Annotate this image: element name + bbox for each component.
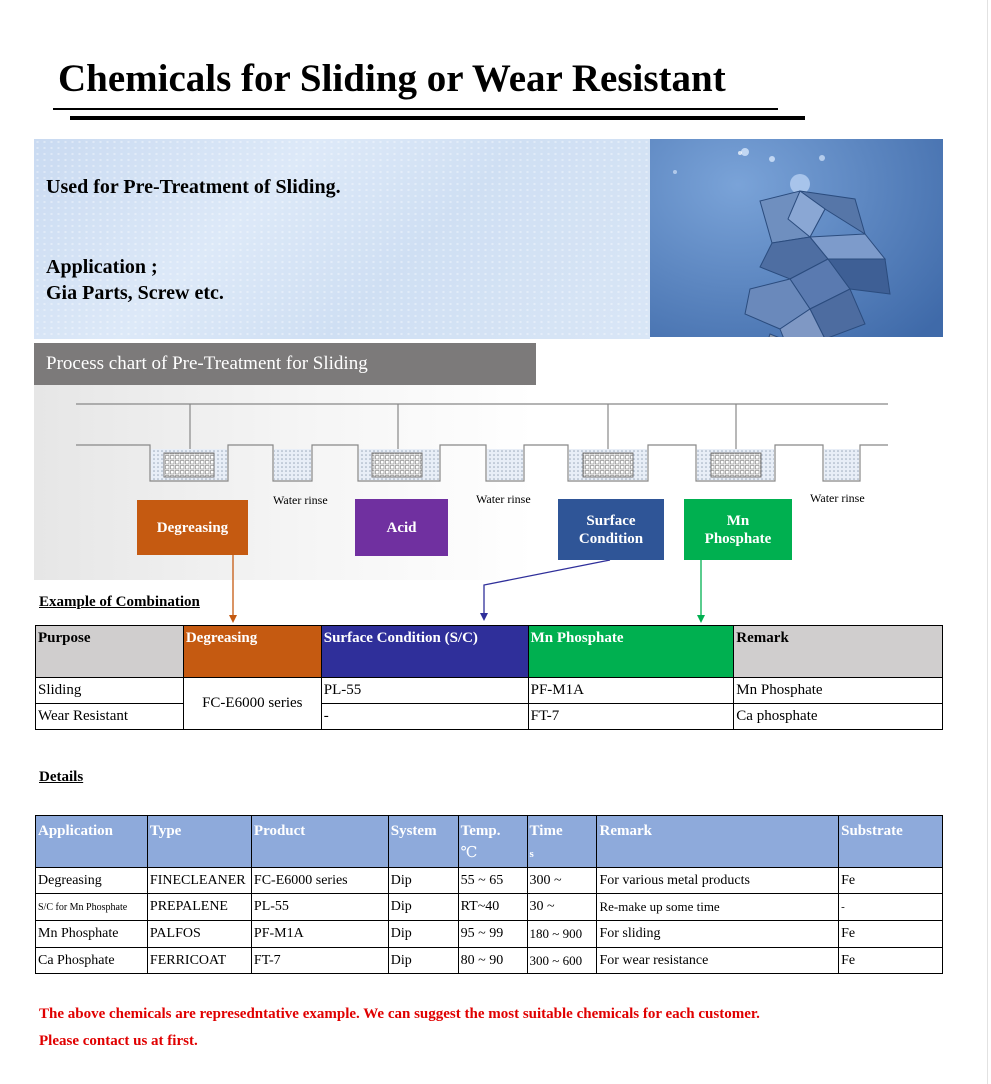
time-unit: s	[529, 848, 534, 860]
detail-product: FT-7	[250, 947, 389, 974]
hero-usage-text: Used for Pre-Treatment of Sliding.	[46, 176, 341, 198]
table-row: Sliding FC-E6000 series PL-55 PF-M1A Mn …	[35, 677, 943, 730]
table-row: S/C for Mn Phosphate PREPALENE PL-55 Dip…	[35, 893, 943, 921]
water-rinse-label-3: Water rinse	[810, 491, 865, 505]
table-row: Wear Resistant - FT-7 Ca phosphate	[35, 703, 943, 730]
detail-remark: For wear resistance	[596, 947, 840, 974]
detail-product: PL-55	[250, 893, 389, 921]
details-header-time: Time s	[526, 815, 598, 868]
combo-mn: PF-M1A	[527, 677, 735, 704]
combo-sc: PL-55	[320, 677, 529, 704]
detail-type: FINECLEANER	[146, 867, 252, 894]
details-heading: Details	[39, 769, 84, 785]
combination-heading: Example of Combination	[39, 594, 200, 610]
step-surface-label-1: Surface	[586, 512, 636, 529]
detail-application: Ca Phosphate	[35, 947, 148, 974]
hero-application-label: Application ;	[46, 256, 158, 278]
detail-application: Mn Phosphate	[35, 920, 148, 948]
page-edge-rule	[987, 0, 988, 1084]
contact-note: Please contact us at first.	[39, 1033, 198, 1049]
water-rinse-label-1: Water rinse	[273, 493, 328, 507]
detail-substrate: Fe	[838, 867, 943, 894]
step-acid: Acid	[355, 499, 448, 556]
detail-product: PF-M1A	[250, 920, 389, 948]
detail-remark: For sliding	[596, 920, 840, 948]
time-label: Time	[529, 823, 563, 839]
detail-substrate: Fe	[838, 947, 943, 974]
details-header-substrate: Substrate	[838, 815, 943, 868]
details-header-type: Type	[146, 815, 252, 868]
detail-application: Degreasing	[35, 867, 148, 894]
detail-type: PALFOS	[146, 920, 252, 948]
detail-system: Dip	[387, 947, 459, 974]
combo-remark: Mn Phosphate	[733, 677, 943, 704]
process-chart-banner: Process chart of Pre-Treatment for Slidi…	[34, 343, 536, 385]
details-header-remark: Remark	[596, 815, 840, 868]
detail-type: FERRICOAT	[146, 947, 252, 974]
details-header-application: Application	[35, 815, 148, 868]
combo-mn: FT-7	[527, 703, 735, 730]
combination-table: Purpose Degreasing Surface Condition (S/…	[35, 625, 943, 730]
hero-panel	[34, 139, 650, 339]
step-surface-label-2: Condition	[578, 530, 644, 547]
combo-header-degreasing: Degreasing	[182, 625, 322, 678]
detail-temp: 55 ~ 65	[457, 867, 528, 894]
detail-temp: 80 ~ 90	[457, 947, 528, 974]
detail-remark: For various metal products	[596, 867, 840, 894]
detail-type: PREPALENE	[146, 893, 252, 921]
detail-remark: Re-make up some time	[596, 893, 840, 921]
page-title: Chemicals for Sliding or Wear Resistant	[58, 57, 726, 100]
detail-time: 300 ~	[526, 867, 598, 894]
detail-time: 300 ~ 600	[526, 947, 598, 974]
detail-time: 180 ~ 900	[526, 920, 598, 948]
combo-header-purpose: Purpose	[35, 625, 184, 678]
detail-system: Dip	[387, 920, 459, 948]
combo-header-remark: Remark	[733, 625, 943, 678]
step-degreasing-label: Degreasing	[156, 519, 229, 536]
details-header-row: Application Type Product System Temp. ℃ T…	[35, 815, 943, 868]
combination-header-row: Purpose Degreasing Surface Condition (S/…	[35, 625, 943, 678]
detail-system: Dip	[387, 867, 459, 894]
hero-application-parts: Gia Parts, Screw etc.	[46, 282, 224, 304]
temp-unit: ℃	[460, 845, 478, 861]
process-line-diagram	[76, 403, 888, 623]
step-surface-condition: Surface Condition	[558, 499, 664, 560]
combo-purpose: Sliding	[35, 677, 184, 704]
title-underline	[53, 108, 778, 110]
combo-header-mn: Mn Phosphate	[527, 625, 735, 678]
table-row: Ca Phosphate FERRICOAT FT-7 Dip 80 ~ 90 …	[35, 947, 943, 974]
details-header-temp: Temp. ℃	[457, 815, 528, 868]
step-mn-phosphate: Mn Phosphate	[684, 499, 792, 560]
water-rinse-label-2: Water rinse	[476, 492, 531, 506]
combo-sc: -	[320, 703, 529, 730]
details-header-system: System	[387, 815, 459, 868]
detail-temp: RT~40	[457, 893, 528, 921]
combo-purpose: Wear Resistant	[35, 703, 184, 730]
detail-time: 30 ~	[526, 893, 598, 921]
details-table: Application Type Product System Temp. ℃ T…	[35, 815, 943, 974]
detail-product: FC-E6000 series	[250, 867, 389, 894]
step-degreasing: Degreasing	[137, 500, 248, 555]
table-row: Mn Phosphate PALFOS PF-M1A Dip 95 ~ 99 1…	[35, 920, 943, 948]
detail-substrate: -	[838, 893, 943, 921]
combo-degreasing-value: FC-E6000 series	[182, 677, 322, 730]
detail-application: S/C for Mn Phosphate	[35, 893, 148, 921]
crystal-illustration	[650, 139, 943, 337]
temp-label: Temp.	[460, 823, 501, 839]
step-acid-label: Acid	[386, 519, 417, 536]
detail-temp: 95 ~ 99	[457, 920, 528, 948]
detail-substrate: Fe	[838, 920, 943, 948]
combo-remark: Ca phosphate	[733, 703, 943, 730]
combo-header-surface: Surface Condition (S/C)	[320, 625, 529, 678]
details-header-product: Product	[250, 815, 389, 868]
detail-system: Dip	[387, 893, 459, 921]
hero-texture	[34, 139, 650, 339]
step-mn-label-2: Phosphate	[704, 530, 772, 547]
title-underline-thick	[70, 116, 805, 120]
step-mn-label-1: Mn	[726, 512, 750, 529]
disclaimer-note: The above chemicals are represedntative …	[39, 1006, 760, 1022]
table-row: Degreasing FINECLEANER FC-E6000 series D…	[35, 867, 943, 894]
crystal-photo	[650, 139, 943, 337]
